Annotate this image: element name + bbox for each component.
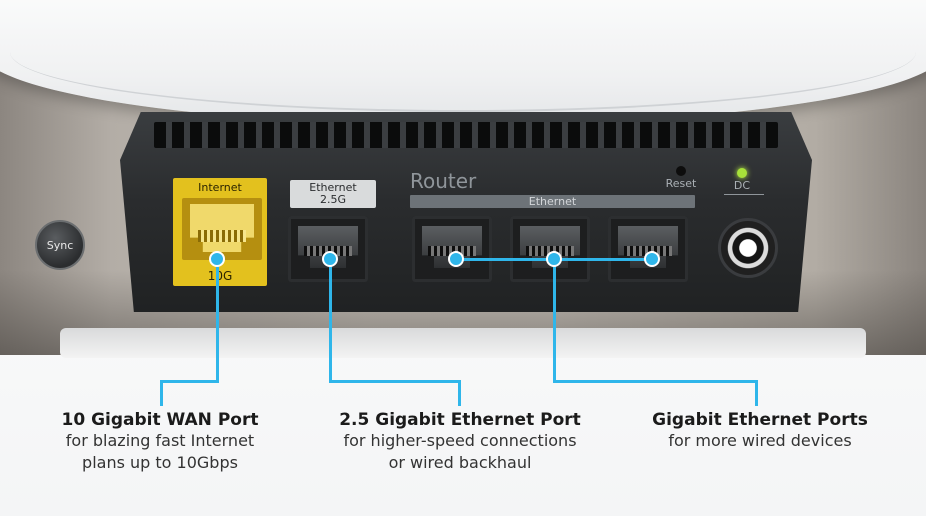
rear-port-panel: Internet 10G Ethernet 2.5G Router Ethern… <box>120 112 812 312</box>
callout-line-25g-horizontal <box>329 380 461 383</box>
sync-button[interactable]: Sync <box>35 220 85 270</box>
sync-label: Sync <box>46 238 74 252</box>
callout-gigabit: Gigabit Ethernet Ports for more wired de… <box>635 410 885 452</box>
callout-gigabit-desc-1: for more wired devices <box>668 431 852 450</box>
callout-wan-title: 10 Gigabit WAN Port <box>61 410 259 430</box>
callout-line-25g-drop <box>458 380 461 406</box>
router-base <box>60 328 866 358</box>
callout-line-gigabit-vertical <box>553 258 556 382</box>
callout-25g-title: 2.5 Gigabit Ethernet Port <box>339 410 581 430</box>
callout-25g-desc-2: or wired backhaul <box>388 453 532 472</box>
router-label: Router <box>410 169 477 193</box>
callout-wan-desc-2: plans up to 10Gbps <box>82 453 238 472</box>
callout-dot-wan <box>209 251 225 267</box>
ethernet-group-label: Ethernet <box>528 195 577 208</box>
vent-grille <box>154 122 778 148</box>
reset-label: Reset <box>665 177 697 190</box>
wan-port-mouth <box>190 204 254 252</box>
callout-dot-gigabit-1 <box>448 251 464 267</box>
ethernet-port-25g[interactable] <box>288 216 368 282</box>
callout-dot-gigabit-3 <box>644 251 660 267</box>
wan-port-pins <box>198 230 246 242</box>
callout-line-wan-horizontal <box>160 380 219 383</box>
ethernet-port-1[interactable] <box>412 216 492 282</box>
ethernet-25g-label-box <box>290 180 376 208</box>
router-top-rim <box>10 0 916 112</box>
wan-speed-label: 10G <box>207 269 233 283</box>
dc-power-jack[interactable] <box>718 218 778 278</box>
reset-pinhole[interactable] <box>676 166 686 176</box>
callout-line-wan-drop <box>160 380 163 406</box>
callout-gigabit-title: Gigabit Ethernet Ports <box>652 410 868 430</box>
callout-dot-gigabit-2 <box>546 251 562 267</box>
ethernet-25g-label-line2: 2.5G <box>319 193 347 206</box>
ethernet-25g-label-line1: Ethernet <box>309 181 357 194</box>
ethernet-group-bar <box>410 195 695 208</box>
ethernet-port-2[interactable] <box>510 216 590 282</box>
callout-wan-desc-1: for blazing fast Internet <box>65 431 255 450</box>
callout-wan: 10 Gigabit WAN Port for blazing fast Int… <box>40 410 280 474</box>
callout-line-wan-vertical <box>216 258 219 382</box>
callout-25g-desc-1: for higher-speed connections <box>343 431 577 450</box>
callout-line-25g-vertical <box>329 258 332 382</box>
internet-label: Internet <box>198 181 242 194</box>
callout-line-gigabit-horizontal <box>553 380 758 383</box>
callout-dot-25g <box>322 251 338 267</box>
power-led <box>737 168 747 178</box>
dc-label: DC <box>733 179 751 192</box>
callout-line-gigabit-drop <box>755 380 758 406</box>
ethernet-port-3[interactable] <box>608 216 688 282</box>
wan-port-10g[interactable] <box>182 198 262 260</box>
callout-25g: 2.5 Gigabit Ethernet Port for higher-spe… <box>315 410 605 474</box>
dc-polarity-icon <box>724 194 764 203</box>
